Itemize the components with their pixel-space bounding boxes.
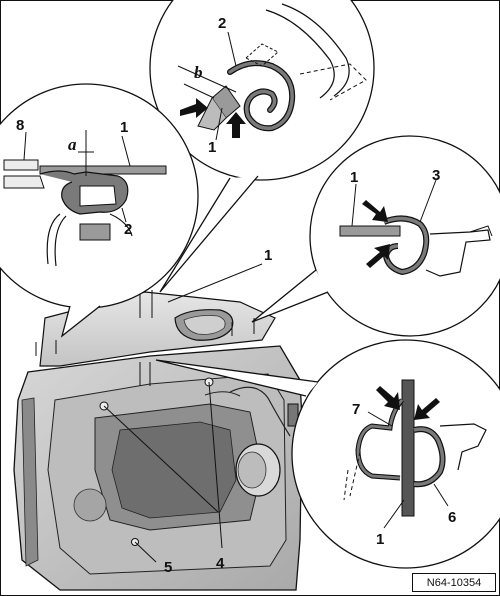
detail-left-pointer [60, 305, 101, 338]
top-callout-1: 1 [208, 139, 216, 156]
bottom-callout-1: 1 [376, 531, 384, 548]
detail-top: 2 b 1 [149, 0, 375, 293]
speaker-opening [73, 488, 107, 522]
detail-bottom-circle [291, 339, 500, 569]
center-callout-1: 1 [264, 247, 272, 264]
left-callout-8: 8 [16, 117, 24, 134]
left-dim-a: a [68, 135, 77, 154]
detail-bottom-pointer [155, 359, 319, 397]
right-callout-1: 1 [350, 169, 358, 186]
left-callout-2: 2 [124, 221, 132, 238]
detail-right-pointer [251, 269, 329, 323]
regulator-inner [111, 421, 237, 519]
bottom-arrow-right [414, 398, 440, 420]
door-connector [287, 403, 299, 427]
top-callout-2: 2 [218, 15, 226, 32]
bottom-arrow-left [376, 386, 400, 410]
cable-harness-2 [204, 391, 241, 397]
detail-bottom-right: 7 6 1 [155, 339, 500, 569]
right-callout-3: 3 [432, 167, 440, 184]
bottom-glass-bar [401, 379, 415, 517]
bottom-callout-7: 7 [352, 401, 360, 418]
detail-top-pointer [159, 175, 259, 293]
top-arrow-left [180, 98, 208, 118]
detail-right: 1 3 [251, 135, 500, 337]
door-callouts: 1 4 5 [103, 247, 272, 576]
mirror-glass [183, 315, 226, 335]
detail-left: 8 a 1 2 [0, 83, 199, 338]
right-glass-bar [339, 225, 401, 237]
door-callout-4: 4 [216, 555, 225, 572]
door-callout-5: 5 [164, 559, 172, 576]
left-clip [79, 223, 111, 241]
right-arrow-lower [366, 244, 390, 268]
detail-right-circle [309, 135, 500, 337]
left-callout-1: 1 [120, 119, 128, 136]
window-motor-face [237, 451, 267, 489]
top-arrow-up [226, 112, 246, 138]
hinge-edge [21, 397, 39, 567]
cable-harness [229, 386, 291, 437]
door-assembly [13, 290, 303, 591]
figure-reference-number: N64-10354 [412, 573, 496, 592]
bottom-callout-6: 6 [448, 509, 456, 526]
top-dim-b: b [194, 63, 203, 82]
right-arrow-upper [362, 200, 388, 222]
